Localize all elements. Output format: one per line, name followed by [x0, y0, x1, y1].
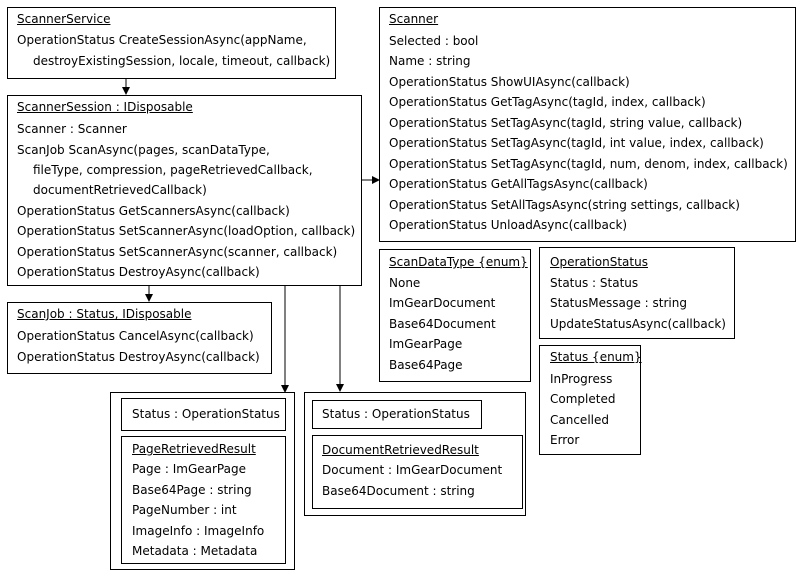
scanner-service-title: ScannerService — [17, 12, 111, 26]
scanner-line-10: OperationStatus UnloadAsync(callback) — [389, 218, 628, 232]
scanner-title: Scanner — [389, 12, 439, 26]
scanner-line-3: OperationStatus ShowUIAsync(callback) — [389, 75, 630, 89]
scanner-service-line-2: destroyExistingSession, locale, timeout,… — [33, 54, 331, 68]
page-retrieved-line-1: Page : ImGearPage — [132, 462, 246, 476]
scan-data-type-line-1: None — [389, 276, 421, 290]
status-enum-box: Status {enum} InProgress Completed Cance… — [539, 345, 642, 455]
scanner-session-line-5: OperationStatus GetScannersAsync(callbac… — [17, 204, 290, 218]
page-retrieved-line-5: Metadata : Metadata — [132, 544, 258, 558]
document-retrieved-title: DocumentRetrievedResult — [322, 443, 479, 457]
scanner-line-9: OperationStatus SetAllTagsAsync(string s… — [389, 198, 740, 212]
document-retrieved-line-1: Document : ImGearDocument — [322, 463, 503, 477]
document-retrieved-outer-box: Status : OperationStatus DocumentRetriev… — [304, 392, 526, 516]
operation-status-line-3: UpdateStatusAsync(callback) — [550, 317, 726, 331]
scan-data-type-title: ScanDataType {enum} — [389, 255, 528, 269]
scan-data-type-line-5: Base64Page — [389, 358, 463, 372]
scanner-line-5: OperationStatus SetTagAsync(tagId, strin… — [389, 116, 743, 130]
scanner-session-line-7: OperationStatus SetScannerAsync(scanner,… — [17, 245, 338, 259]
status-enum-line-2: Completed — [550, 392, 616, 406]
scan-job-box: ScanJob : Status, IDisposable OperationS… — [7, 302, 272, 374]
scan-data-type-box: ScanDataType {enum} None ImGearDocument … — [379, 249, 531, 382]
page-retrieved-result-box: PageRetrievedResult Page : ImGearPage Ba… — [121, 436, 286, 564]
scanner-session-title: ScannerSession : IDisposable — [17, 100, 193, 114]
scanner-session-line-3: fileType, compression, pageRetrievedCall… — [33, 163, 313, 177]
scan-data-type-line-2: ImGearDocument — [389, 296, 496, 310]
page-retrieved-status-box: Status : OperationStatus — [121, 398, 286, 431]
status-enum-line-1: InProgress — [550, 372, 613, 386]
operation-status-line-2: StatusMessage : string — [550, 296, 687, 310]
scan-job-line-2: OperationStatus DestroyAsync(callback) — [17, 350, 260, 364]
operation-status-box: OperationStatus Status : Status StatusMe… — [539, 247, 735, 339]
scanner-session-box: ScannerSession : IDisposable Scanner : S… — [7, 95, 362, 286]
scanner-session-line-4: documentRetrievedCallback) — [33, 183, 207, 197]
scanner-session-line-2: ScanJob ScanAsync(pages, scanDataType, — [17, 143, 270, 157]
scanner-line-7: OperationStatus SetTagAsync(tagId, num, … — [389, 157, 788, 171]
scanner-line-8: OperationStatus GetAllTagsAsync(callback… — [389, 177, 648, 191]
scan-data-type-line-3: Base64Document — [389, 317, 496, 331]
status-enum-line-3: Cancelled — [550, 413, 609, 427]
page-retrieved-line-2: Base64Page : string — [132, 483, 252, 497]
scanner-line-1: Selected : bool — [389, 34, 479, 48]
status-enum-title: Status {enum} — [550, 350, 642, 364]
scanner-session-line-8: OperationStatus DestroyAsync(callback) — [17, 265, 260, 279]
page-retrieved-status-line: Status : OperationStatus — [132, 407, 280, 421]
scanner-session-line-6: OperationStatus SetScannerAsync(loadOpti… — [17, 224, 356, 238]
document-retrieved-result-box: DocumentRetrievedResult Document : ImGea… — [312, 435, 523, 509]
operation-status-title: OperationStatus — [550, 255, 648, 269]
page-retrieved-line-4: ImageInfo : ImageInfo — [132, 524, 265, 538]
document-retrieved-status-box: Status : OperationStatus — [312, 400, 482, 429]
operation-status-line-1: Status : Status — [550, 276, 639, 290]
scanner-service-box: ScannerService OperationStatus CreateSes… — [7, 7, 336, 79]
document-retrieved-status-line: Status : OperationStatus — [322, 407, 470, 421]
scan-data-type-line-4: ImGearPage — [389, 337, 463, 351]
page-retrieved-outer-box: Status : OperationStatus PageRetrievedRe… — [110, 392, 295, 570]
status-enum-line-4: Error — [550, 433, 580, 447]
page-retrieved-title: PageRetrievedResult — [132, 442, 256, 456]
scanner-line-6: OperationStatus SetTagAsync(tagId, int v… — [389, 136, 764, 150]
scan-job-title: ScanJob : Status, IDisposable — [17, 307, 192, 321]
document-retrieved-line-2: Base64Document : string — [322, 484, 475, 498]
scanner-line-4: OperationStatus GetTagAsync(tagId, index… — [389, 95, 706, 109]
scanner-session-line-1: Scanner : Scanner — [17, 122, 127, 136]
scanner-box: Scanner Selected : bool Name : string Op… — [379, 7, 796, 242]
scanner-line-2: Name : string — [389, 54, 471, 68]
scanner-service-line-1: OperationStatus CreateSessionAsync(appNa… — [17, 33, 307, 47]
scan-job-line-1: OperationStatus CancelAsync(callback) — [17, 329, 254, 343]
page-retrieved-line-3: PageNumber : int — [132, 503, 237, 517]
